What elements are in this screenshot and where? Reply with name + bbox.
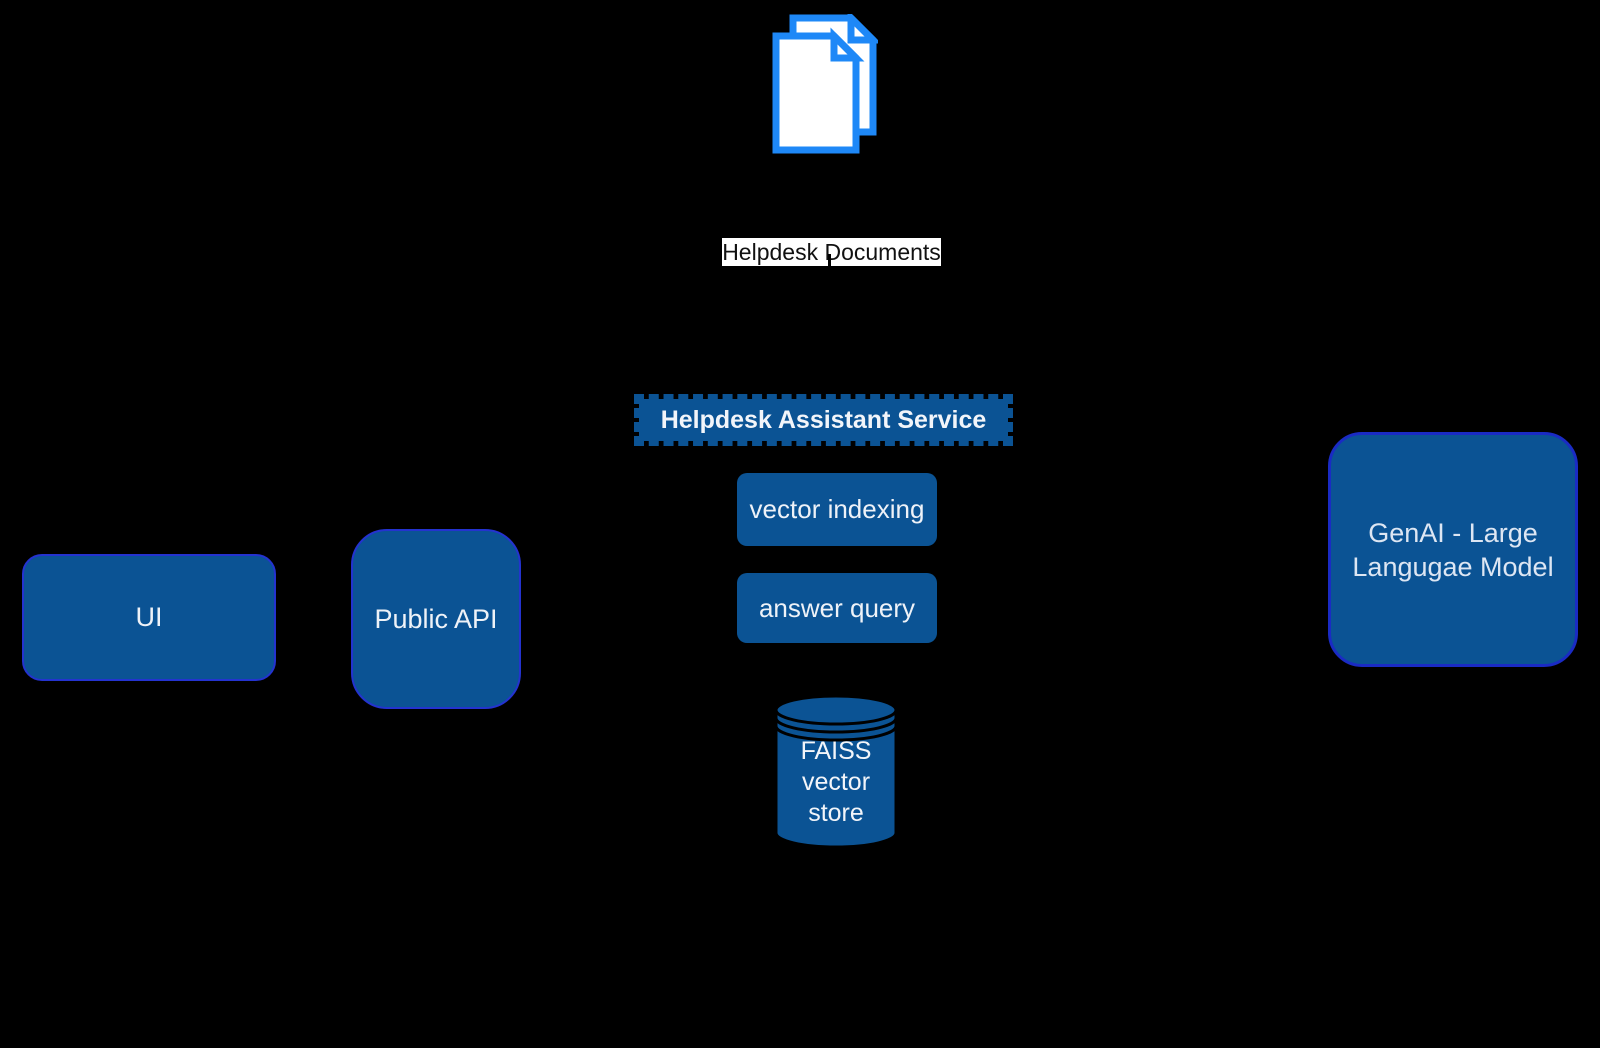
- documents-icon: [772, 9, 882, 154]
- node-answer-query: answer query: [737, 573, 937, 643]
- node-faiss-vector-store: FAISS vector store: [800, 737, 872, 827]
- node-genai-llm: GenAI - Large Langugae Model: [1328, 432, 1578, 667]
- database-cylinder-icon: FAISS vector store: [774, 694, 898, 850]
- node-ui: UI: [22, 554, 276, 681]
- node-public-api: Public API: [351, 529, 521, 709]
- documents-label: Helpdesk Documents: [722, 238, 941, 266]
- node-vector-indexing: vector indexing: [737, 473, 937, 546]
- connector-fragment: [828, 254, 831, 271]
- node-helpdesk-assistant-service: Helpdesk Assistant Service: [634, 394, 1013, 446]
